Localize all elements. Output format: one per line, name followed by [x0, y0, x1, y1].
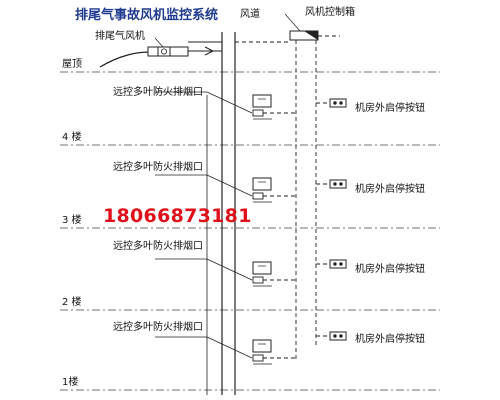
floor-label-roof: 屋顶 [62, 59, 82, 70]
floor-label-4: 4 楼 [62, 132, 82, 143]
damper-unit-2 [155, 258, 296, 287]
damper-box [252, 177, 272, 191]
button-box [329, 179, 347, 189]
damper-actuator [252, 276, 264, 284]
damper-unit-3 [155, 174, 296, 203]
fan-duct-curve [99, 51, 151, 68]
button-box [329, 259, 347, 269]
control-box-fill [304, 31, 318, 40]
exhaust-fan-shape [147, 46, 189, 57]
damper-unit-4 [155, 91, 296, 120]
damper-unit-1 [155, 336, 296, 365]
buttons [316, 98, 347, 341]
diagram-title: 排尾气事故风机监控系统 [75, 8, 219, 23]
start-stop-button-1 [316, 331, 347, 341]
damper-label-3: 远控多叶防火排烟口 [113, 162, 203, 173]
damper-label-2: 远控多叶防火排烟口 [113, 241, 203, 252]
damper-label-4: 远控多叶防火排烟口 [113, 87, 203, 98]
start-stop-button-4 [316, 98, 347, 108]
button-label-2: 机房外启停按钮 [355, 264, 425, 275]
damper-actuator [252, 192, 264, 200]
damper-actuator [252, 109, 264, 117]
damper-box [252, 94, 272, 108]
damper-label-1: 远控多叶防火排烟口 [113, 322, 203, 333]
button-label-1: 机房外启停按钮 [355, 334, 425, 345]
start-stop-button-2 [316, 259, 347, 269]
button-box [329, 98, 347, 108]
damper-box [252, 261, 272, 275]
damper-actuator [252, 354, 264, 362]
start-stop-button-3 [316, 179, 347, 189]
floor-units [155, 91, 296, 365]
button-label-4: 机房外启停按钮 [355, 103, 425, 114]
duct-label: 风道 [240, 9, 260, 20]
floor-label-3: 3 楼 [62, 215, 82, 226]
button-label-3: 机房外启停按钮 [355, 184, 425, 195]
phone-watermark: 18066873181 [103, 205, 252, 227]
exhaust-fan-label: 排尾气风机 [95, 31, 145, 42]
damper-box [252, 339, 272, 353]
button-box [329, 331, 347, 341]
floor-label-2: 2 楼 [62, 297, 82, 308]
control-box-label: 风机控制箱 [305, 7, 355, 18]
floor-label-1: 1楼 [62, 377, 79, 388]
